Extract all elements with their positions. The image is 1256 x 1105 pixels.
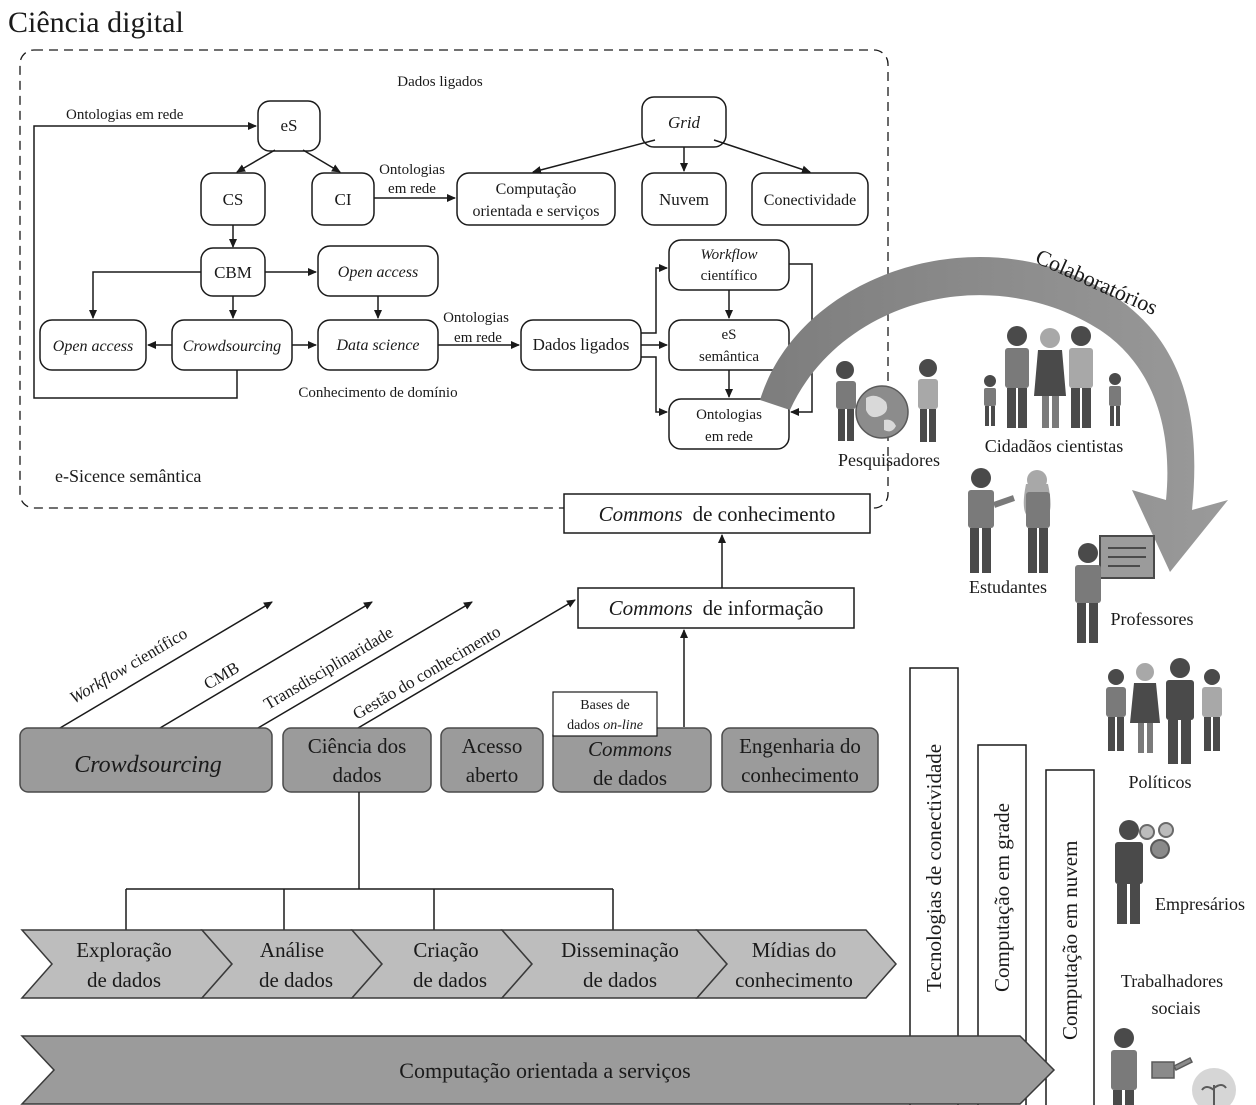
pipeline: Exploração de dados Análise de dados Cri… xyxy=(20,929,898,999)
node-crowdsourcing-label: Crowdsourcing xyxy=(183,338,281,355)
actor-trabalhadores-line2: sociais xyxy=(1152,998,1201,1018)
node-ci xyxy=(311,172,375,226)
node-workflow-line2: científico xyxy=(701,268,758,284)
bases-line2: dados on-line xyxy=(567,718,643,733)
pipeline-step-exploracao-line2: de dados xyxy=(87,968,161,992)
node-ontologias-line2: em rede xyxy=(705,429,753,445)
pipeline-step-analise-line1: Análise xyxy=(260,938,324,962)
cidadaos-cientistas-icon xyxy=(984,326,1121,428)
base-arrow-label: Computação orientada a serviços xyxy=(399,1058,690,1083)
concept-map-edges xyxy=(33,122,813,416)
bar-computacao-grade-label: Computação em grade xyxy=(990,803,1014,992)
bar-tecnologias-conectividade-label: Tecnologias de conectividade xyxy=(922,744,946,992)
commons-de-conhecimento-box xyxy=(563,493,871,534)
diagonal-label-workflow: Workflow científico xyxy=(66,624,190,708)
domain-crowdsourcing xyxy=(19,727,273,793)
node-es-semantica-line2: semântica xyxy=(699,349,759,365)
edge-label-ontologias-ci-1: Ontologias xyxy=(379,162,445,178)
pipeline-step-exploracao-line1: Exploração xyxy=(76,938,172,962)
region-top-label: Dados ligados xyxy=(397,74,483,90)
node-computacao-orientada-line2: orientada e serviços xyxy=(472,203,599,220)
page-title: Ciência digital xyxy=(8,6,184,39)
node-open-access-left xyxy=(39,319,147,371)
node-ontologias-em-rede xyxy=(668,398,790,450)
node-es-semantica-line1: eS xyxy=(722,327,737,343)
domain-ciencia-line2: dados xyxy=(333,763,382,787)
actor-pesquisadores: Pesquisadores xyxy=(838,450,940,470)
node-open-access-top-label: Open access xyxy=(338,264,418,281)
diagonal-arrows xyxy=(59,599,576,729)
domain-commons-line1: Commons xyxy=(588,737,672,761)
pipeline-step-midias-line1: Mídias do xyxy=(752,938,837,962)
node-workflow-line1: Workflow xyxy=(701,247,758,263)
bar-computacao-nuvem xyxy=(1045,769,1095,1105)
actor-cidadaos-cientistas: Cidadãos cientistas xyxy=(985,436,1123,456)
node-dados-ligados-label: Dados ligados xyxy=(533,335,630,354)
base-arrow xyxy=(20,1035,1056,1105)
node-nuvem xyxy=(641,172,727,226)
semantic-escience-region xyxy=(19,49,889,509)
actor-trabalhadores-line1: Trabalhadores xyxy=(1121,971,1223,991)
node-grid-label: Grid xyxy=(668,113,701,132)
edge-label-ontologias-ds-2: em rede xyxy=(454,330,502,346)
ciencia-tree-lines xyxy=(125,792,614,930)
empresarios-icon xyxy=(1115,820,1174,924)
commons-de-informacao-box xyxy=(577,587,855,629)
node-ci-label: CI xyxy=(335,190,352,209)
pipeline-step-midias xyxy=(695,929,898,999)
edge-label-ontologias-top: Ontologias em rede xyxy=(66,107,184,123)
colaboratorios-arc xyxy=(760,257,1228,572)
diagonal-label-cmb: CMB xyxy=(200,658,242,694)
domain-engenharia-line2: conhecimento xyxy=(741,763,859,787)
pipeline-step-criacao-line2: de dados xyxy=(413,968,487,992)
domain-engenharia-line1: Engenharia do xyxy=(739,734,861,758)
node-conectividade-label: Conectividade xyxy=(764,192,856,209)
pipeline-step-disseminacao-line2: de dados xyxy=(583,968,657,992)
domain-ciencia-dados xyxy=(282,727,432,793)
actor-estudantes: Estudantes xyxy=(969,577,1047,597)
bases-dados-online-box xyxy=(552,691,658,737)
domain-ciencia-line1: Ciência dos xyxy=(308,734,407,758)
region-bottom-label: e-Sicence semântica xyxy=(55,466,201,486)
domain-crowdsourcing-label: Crowdsourcing xyxy=(74,752,222,778)
actor-politicos: Políticos xyxy=(1128,772,1191,792)
node-nuvem-label: Nuvem xyxy=(659,190,709,209)
politicos-icon xyxy=(1106,658,1222,764)
actor-empresarios: Empresários xyxy=(1155,894,1245,914)
edge-label-ontologias-ds-1: Ontologias xyxy=(443,310,509,326)
domain-engenharia xyxy=(721,727,879,793)
pipeline-step-disseminacao-line1: Disseminação xyxy=(561,938,679,962)
trabalhadores-sociais-icon xyxy=(1111,1028,1236,1105)
edge-label-ontologias-ci-2: em rede xyxy=(388,181,436,197)
domain-acesso-aberto xyxy=(440,727,544,793)
node-cs-label: CS xyxy=(223,190,244,209)
domain-commons-line2: de dados xyxy=(593,766,667,790)
pipeline-step-criacao-line1: Criação xyxy=(413,938,478,962)
domain-acesso-line2: aberto xyxy=(466,763,518,787)
pipeline-step-analise-line2: de dados xyxy=(259,968,333,992)
node-es xyxy=(257,100,321,152)
domain-acesso-line1: Acesso xyxy=(462,734,523,758)
professores-icon xyxy=(1075,535,1155,643)
node-ontologias-line1: Ontologias xyxy=(696,407,762,423)
actor-professores: Professores xyxy=(1111,609,1194,629)
edge-label-conhecimento-dominio: Conhecimento de domínio xyxy=(298,385,457,401)
bar-computacao-nuvem-label: Computação em nuvem xyxy=(1058,841,1082,1040)
bases-line1: Bases de xyxy=(580,698,629,713)
node-data-science-label: Data science xyxy=(335,337,419,354)
node-computacao-orientada-line1: Computação xyxy=(496,181,577,198)
estudantes-icon xyxy=(968,468,1051,573)
pipeline-step-midias-line2: conhecimento xyxy=(735,968,853,992)
node-open-access-left-label: Open access xyxy=(53,338,133,355)
node-es-label: eS xyxy=(281,116,298,135)
bar-tecnologias-conectividade xyxy=(909,667,959,1105)
pesquisadores-icon xyxy=(836,359,938,442)
node-cbm-label: CBM xyxy=(214,263,252,282)
